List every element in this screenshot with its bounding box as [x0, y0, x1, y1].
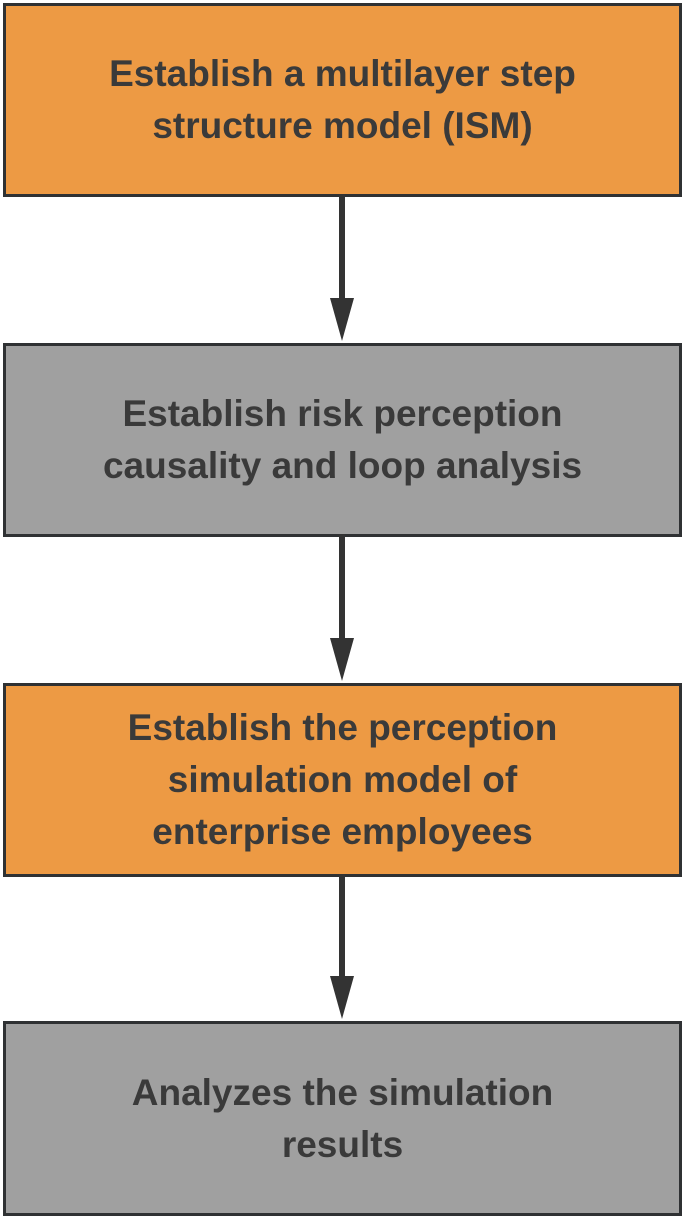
step-label-simulation-results: Analyzes the simulation results	[131, 1071, 554, 1165]
arrow-down-1	[330, 194, 354, 341]
arrow-down-3	[330, 874, 354, 1019]
step-box-ism-model: Establish a multilayer step structure mo…	[3, 3, 682, 197]
arrow-down-2	[330, 534, 354, 681]
step-box-simulation-model: Establish the perception simulation mode…	[3, 683, 682, 877]
arrow-head	[330, 976, 354, 1019]
arrow-head	[330, 638, 354, 681]
step-label-simulation-model: Establish the perception simulation mode…	[127, 707, 558, 852]
arrow-head	[330, 298, 354, 341]
step-box-simulation-results: Analyzes the simulation results	[3, 1021, 682, 1216]
step-box-risk-perception: Establish risk perception causality and …	[3, 343, 682, 537]
step-label-ism-model: Establish a multilayer step structure mo…	[109, 53, 576, 146]
step-label-risk-perception: Establish risk perception causality and …	[102, 393, 583, 486]
